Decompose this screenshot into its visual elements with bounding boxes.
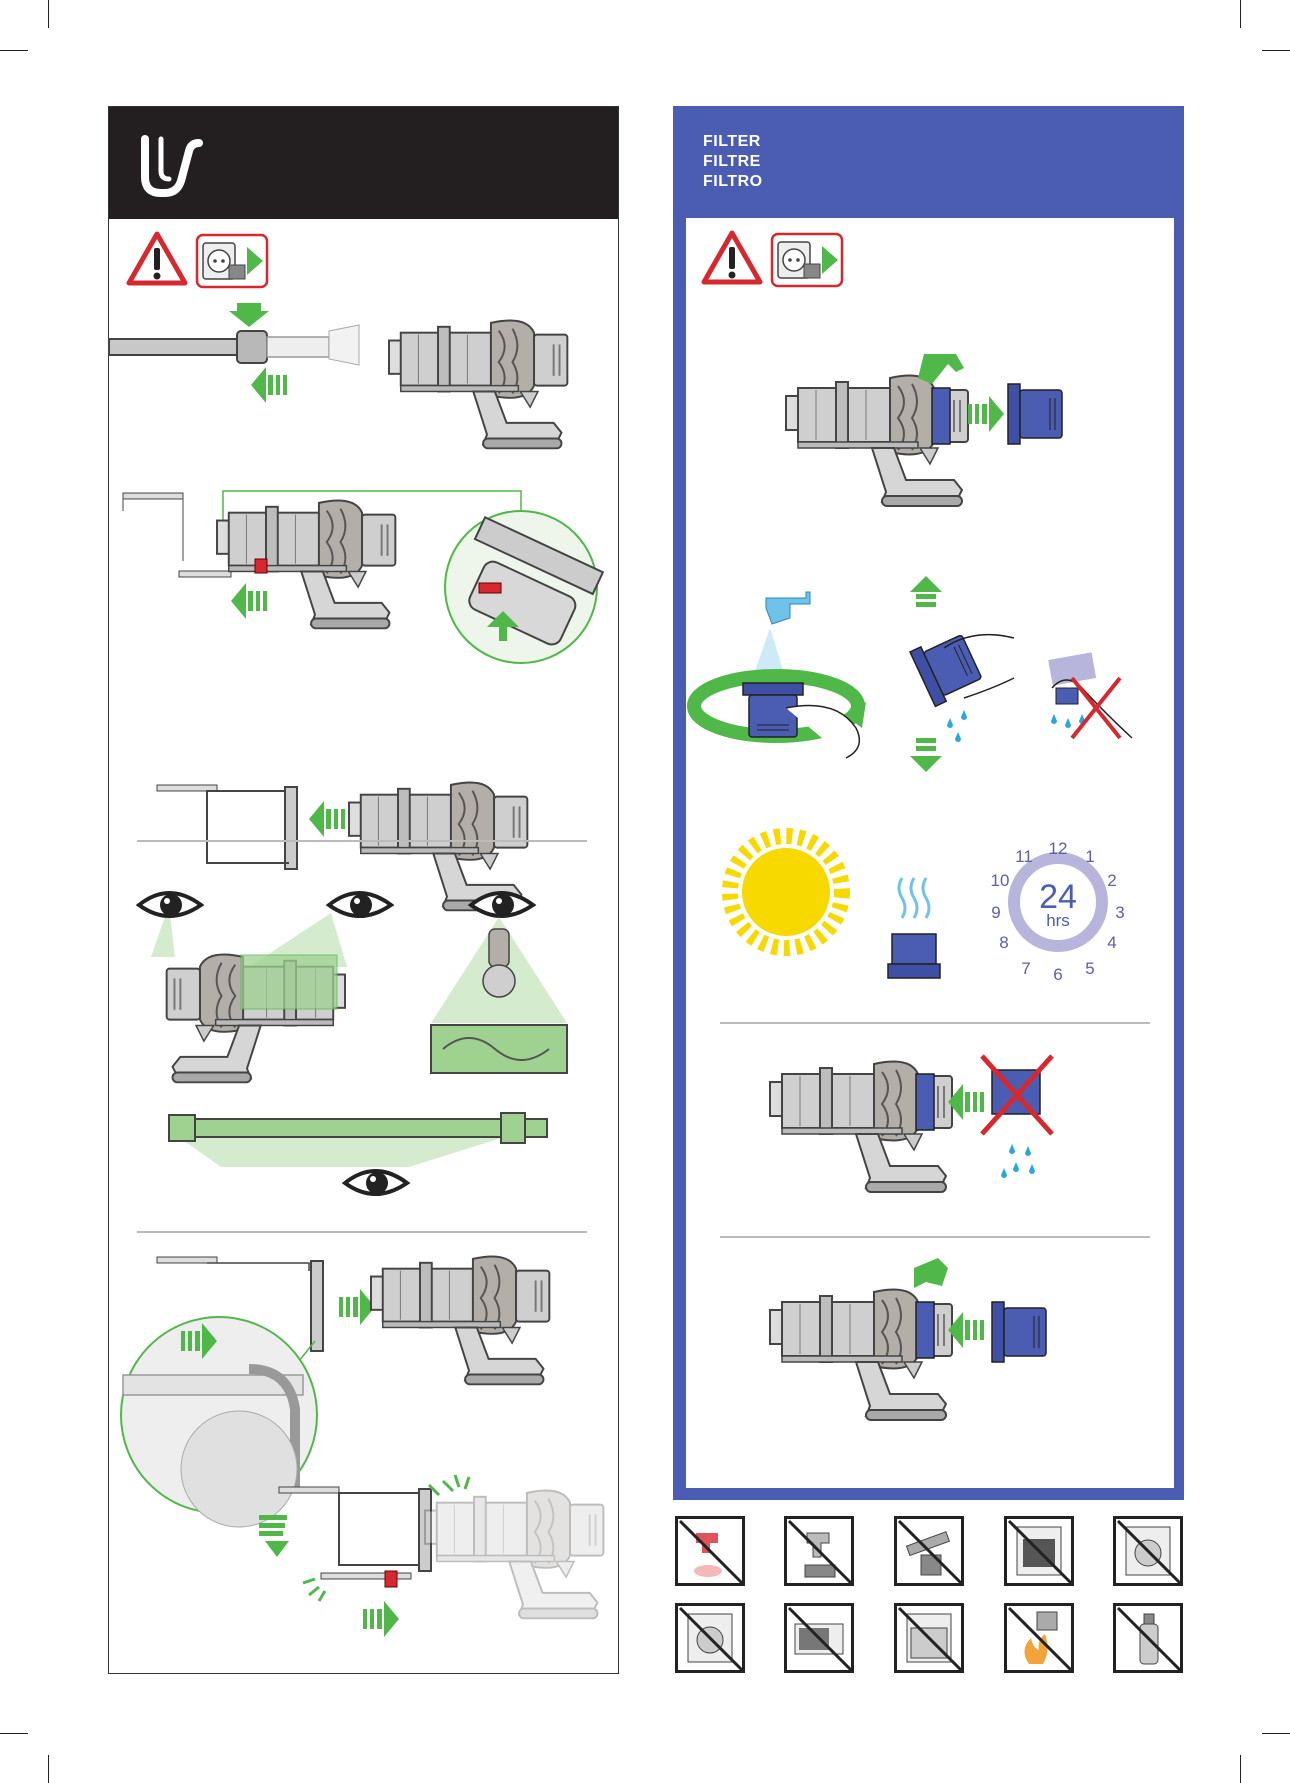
no-dishwasher-icon <box>894 1603 964 1673</box>
clock-number: 12 <box>1049 839 1068 858</box>
step-release-bin <box>109 471 614 757</box>
step-do-not-refit-wet <box>686 1048 1174 1208</box>
clock-number: 3 <box>1115 903 1124 922</box>
left-instruction-panel <box>108 106 619 1674</box>
step-remove-filter <box>686 354 1174 534</box>
clock-24hrs-icon: 12 1 2 3 4 5 6 7 8 9 10 11 24 hrs <box>980 818 1140 978</box>
no-spray-icon <box>1113 1603 1183 1673</box>
filter-title-line: FILTER <box>703 132 763 152</box>
no-microwave-icon <box>784 1603 854 1673</box>
filter-title-line: FILTRE <box>703 152 763 172</box>
step-detach-wand <box>109 303 614 473</box>
sun-icon <box>730 836 842 948</box>
clock-number: 2 <box>1107 871 1116 890</box>
clock-number: 4 <box>1107 933 1116 952</box>
filter-steps-area: 12 1 2 3 4 5 6 7 8 9 10 11 24 hrs <box>686 218 1174 1488</box>
crop-mark <box>48 0 49 28</box>
clock-number: 11 <box>1015 847 1033 866</box>
unplug-icon <box>197 235 269 289</box>
clock-number: 8 <box>999 933 1008 952</box>
step-click-into-place <box>259 1477 619 1667</box>
divider <box>720 1022 1150 1024</box>
crop-mark <box>1262 50 1290 51</box>
clock-unit: hrs <box>1046 911 1070 930</box>
left-panel-header <box>109 107 618 219</box>
no-dryer-icon <box>1113 1516 1183 1586</box>
filter-instruction-panel: FILTER FILTRE FILTRO <box>673 106 1184 1500</box>
step-inspect-blockages <box>109 877 614 1197</box>
unplug-icon <box>772 234 844 288</box>
crop-mark <box>48 1755 49 1783</box>
clock-number: 1 <box>1085 847 1094 866</box>
crop-mark <box>1262 1733 1290 1734</box>
filter-title: FILTER FILTRE FILTRO <box>703 132 763 192</box>
no-tap-icon <box>784 1516 854 1586</box>
divider <box>137 840 587 842</box>
divider <box>137 1231 587 1233</box>
clock-number: 9 <box>991 903 1000 922</box>
divider <box>720 1236 1150 1238</box>
crop-mark <box>1240 1755 1241 1783</box>
warning-triangle-icon <box>127 231 187 287</box>
clock-number: 10 <box>991 871 1010 890</box>
crop-mark <box>0 1733 28 1734</box>
no-brush-icon <box>894 1516 964 1586</box>
no-hot-tap-icon <box>675 1516 745 1586</box>
clock-number: 7 <box>1021 959 1030 978</box>
no-fire-icon <box>1004 1603 1074 1673</box>
clock-number: 6 <box>1053 965 1062 984</box>
warning-triangle-icon <box>702 230 762 286</box>
step-wash-filter <box>686 588 1174 788</box>
no-washing-machine-icon <box>675 1603 745 1673</box>
clock-number: 5 <box>1085 959 1094 978</box>
crop-mark <box>1240 0 1241 28</box>
filter-title-line: FILTRO <box>703 172 763 192</box>
crop-mark <box>0 50 28 51</box>
trigger-icon <box>137 131 207 201</box>
no-oven-icon <box>1004 1516 1074 1586</box>
step-refit-filter <box>686 1258 1174 1438</box>
